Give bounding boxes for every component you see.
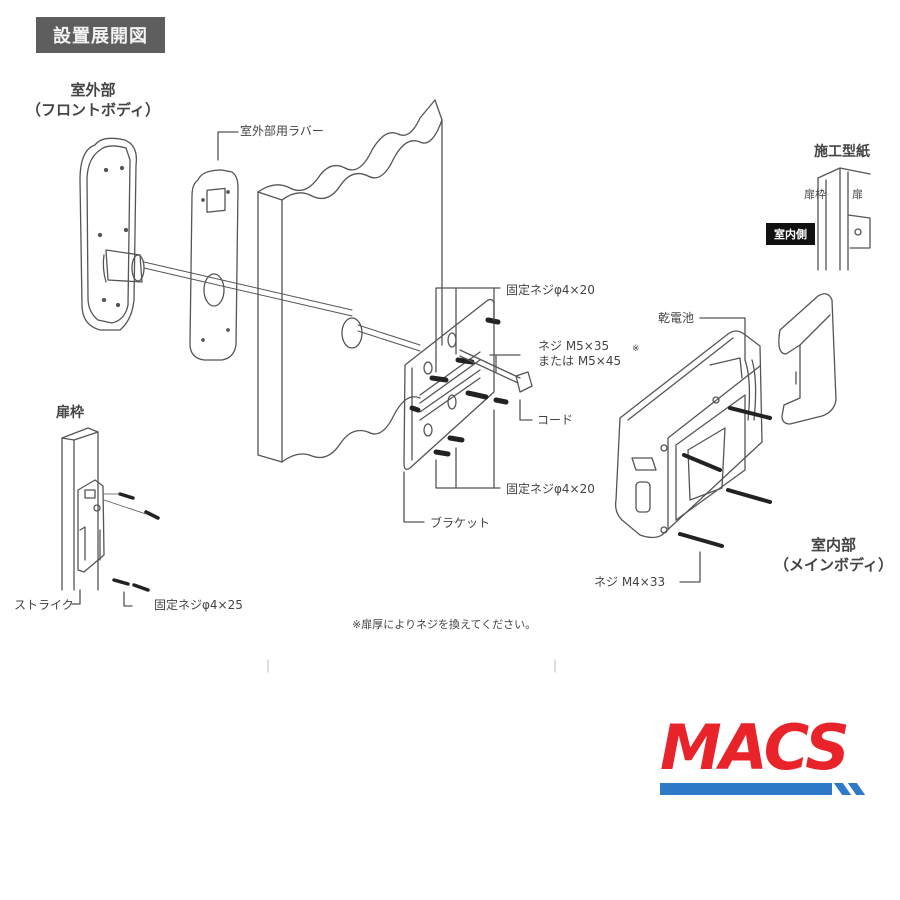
main-body-name: 室内部 [810,536,856,554]
template-door-label: 扉 [852,188,863,201]
template-paper-drawing [817,167,871,271]
main-body-sub: （メインボディ） [774,556,893,575]
macs-logo-bar [660,783,832,795]
bracket-drawing [403,298,495,470]
front-body-drawing [79,137,145,331]
screw-m5-label: ネジ M5×35 または M5×45 [538,339,621,369]
strike-label: ストライク [14,598,74,612]
battery-cover-drawing [778,293,837,425]
front-body-sub: （フロントボディ） [26,101,160,120]
diagram-title: 設置展開図 [36,17,165,53]
indoor-side-tag: 室内側 [766,223,815,245]
outdoor-rubber-drawing [189,169,239,361]
door-frame-drawing [61,427,105,591]
screw-m5-line2: または M5×45 [538,354,622,368]
main-body-drawing [614,330,763,539]
screw-m5-line1: ネジ M5×35 [538,339,610,353]
rubber-label: 室外部用ラバー [240,124,324,138]
door-frame-label: 扉枠 [56,405,84,421]
strike-screws-drawing [112,492,160,592]
battery-label: 乾電池 [658,311,695,325]
screw-fixed-top-label: 固定ネジφ4×20 [506,283,595,297]
template-frame-label: 扉枠 [804,188,826,201]
screw-m4-label: ネジ M4×33 [594,575,666,589]
screw-fixed-bottom-label: 固定ネジφ4×20 [506,482,595,496]
cord-label: コード [537,413,574,427]
screw-strike-label: 固定ネジφ4×25 [154,598,243,612]
bracket-screws-drawing [409,317,509,457]
front-body-label: 室外部 （フロントボディ） [26,80,160,121]
asterisk-mark: ※ [632,344,640,354]
footnote: ※扉厚によりネジを換えてください。 [352,618,537,631]
template-paper-title: 施工型紙 [814,144,870,160]
cord-drawing [459,349,533,393]
macs-logo: MACS [660,713,870,799]
macs-logo-text: MACS [660,711,850,784]
door-slab-drawing [257,99,443,463]
bracket-label: ブラケット [430,516,491,530]
main-body-screws-drawing [678,406,772,548]
main-body-label: 室内部 （メインボディ） [774,535,893,576]
front-body-name: 室外部 [70,81,116,99]
